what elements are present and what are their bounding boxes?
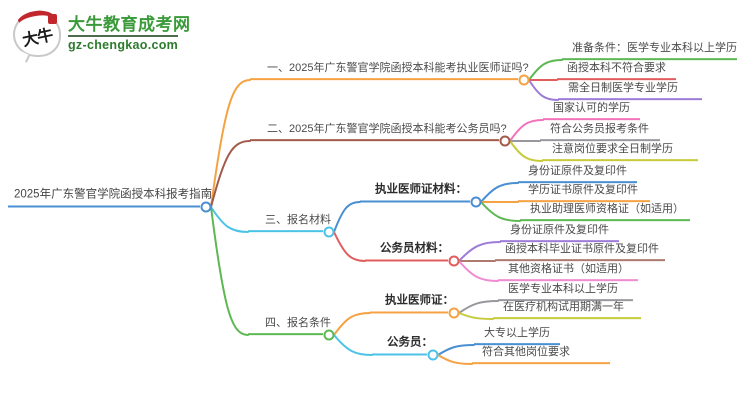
node-toggle-q2[interactable]: [499, 135, 511, 147]
mindmap-node-q4-medical[interactable]: 执业医师证：: [370, 293, 454, 313]
mindmap-node-q1-leaf1[interactable]: 准备条件：医学专业本科以上学历: [562, 41, 737, 60]
mindmap-node-q1-leaf3[interactable]: 需全日制医学专业学历: [558, 81, 702, 100]
logo-site-url: gz-chengkao.com: [68, 35, 179, 52]
connector-line-q4: [210, 206, 249, 336]
mindmap-node-q4-medical-leaf2[interactable]: 在医疗机构试用期满一年: [493, 300, 641, 319]
mindmap-node-q4-civil-leaf1[interactable]: 大专以上学历: [474, 326, 560, 345]
node-toggle-q3-civil[interactable]: [448, 255, 460, 267]
mindmap-node-q2-leaf1[interactable]: 国家认可的学历: [543, 101, 640, 120]
node-toggle-q4[interactable]: [323, 329, 335, 341]
connector-line-q3-medical-leaf1: [480, 182, 519, 203]
node-toggle-root[interactable]: [200, 201, 212, 213]
mindmap-node-q3-civil-leaf1[interactable]: 身份证原件及复印件: [500, 223, 619, 242]
mindmap-node-q2[interactable]: 二、2025年广东警官学院函授本科能考公务员吗?: [250, 122, 507, 141]
mindmap-node-q3-medical[interactable]: 执业医师证材料：: [360, 182, 470, 202]
mindmap-node-q3-medical-leaf2[interactable]: 学历证书原件及复印件: [518, 183, 650, 202]
mindmap-node-q3-medical-leaf1[interactable]: 身份证原件及复印件: [518, 164, 637, 183]
logo-red-seal-icon: [48, 14, 57, 24]
connector-line-q3: [210, 206, 249, 233]
daniu-logo-icon: 大牛: [13, 7, 61, 63]
connector-line-q4-medical: [333, 312, 371, 336]
mindmap-node-q1[interactable]: 一、2025年广东警官学院函授本科能考执业医师证吗?: [250, 61, 529, 80]
connector-line-q3-civil-leaf1: [458, 241, 501, 262]
node-toggle-q4-civil[interactable]: [427, 349, 439, 361]
mindmap-node-q2-leaf3[interactable]: 注意岗位要求全日制学历: [542, 142, 698, 161]
mindmap-node-q3[interactable]: 三、报名材料: [248, 213, 331, 232]
mindmap-node-q3-medical-leaf3[interactable]: 执业助理医师资格证（如适用）: [520, 202, 690, 221]
mindmap-node-q4[interactable]: 四、报名条件: [248, 316, 331, 335]
logo-site-name: 大牛教育成考网: [68, 14, 191, 34]
node-toggle-q3-medical[interactable]: [470, 196, 482, 208]
connector-line-q4-civil: [333, 334, 373, 356]
connector-line-q2-leaf3: [509, 140, 543, 162]
connector-line-q3-medical: [333, 201, 361, 233]
mindmap-node-q3-civil-leaf3[interactable]: 其他资格证书（如适用）: [498, 262, 638, 281]
connector-line-q1: [210, 79, 251, 208]
node-toggle-q4-medical[interactable]: [448, 307, 460, 319]
mindmap-node-q4-medical-leaf1[interactable]: 医学专业本科以上学历: [498, 282, 633, 301]
connector-line-q3-civil-leaf3: [458, 260, 499, 282]
connector-line-q4-civil-leaf2: [437, 354, 473, 365]
site-logo[interactable]: 大牛 大牛教育成考网 gz-chengkao.com: [13, 7, 191, 63]
mindmap-node-root[interactable]: 2025年广东警官学院函授本科报考指南: [8, 187, 212, 207]
node-toggle-q3[interactable]: [323, 226, 335, 238]
mindmap-node-q1-leaf2[interactable]: 函授本科不符合要求: [557, 61, 676, 80]
connector-line-q4-civil-leaf1: [437, 344, 475, 356]
logo-text-block: 大牛教育成考网 gz-chengkao.com: [68, 15, 191, 55]
connector-line-q3-civil: [333, 231, 366, 262]
connector-line-q4-medical-leaf1: [458, 300, 499, 314]
mindmap-node-q4-civil[interactable]: 公务员：: [372, 335, 433, 355]
mindmap-node-q4-civil-leaf2[interactable]: 符合其他岗位要求: [472, 345, 610, 364]
connector-line-q1-leaf1: [528, 59, 563, 81]
connector-line-q1-leaf3: [528, 79, 559, 101]
mindmap-node-q2-leaf2[interactable]: 符合公务员报考条件: [540, 122, 660, 141]
mindmap-node-q3-civil[interactable]: 公务员材料：: [365, 241, 449, 261]
node-toggle-q1[interactable]: [518, 74, 530, 86]
connector-line-q2-leaf1: [509, 119, 544, 142]
mindmap-node-q3-civil-leaf2[interactable]: 函授本科毕业证书原件及复印件: [495, 242, 665, 261]
connector-line-q2: [210, 140, 251, 208]
connector-line-q4-medical-leaf2: [458, 312, 494, 320]
connector-line-q3-medical-leaf3: [480, 201, 521, 222]
